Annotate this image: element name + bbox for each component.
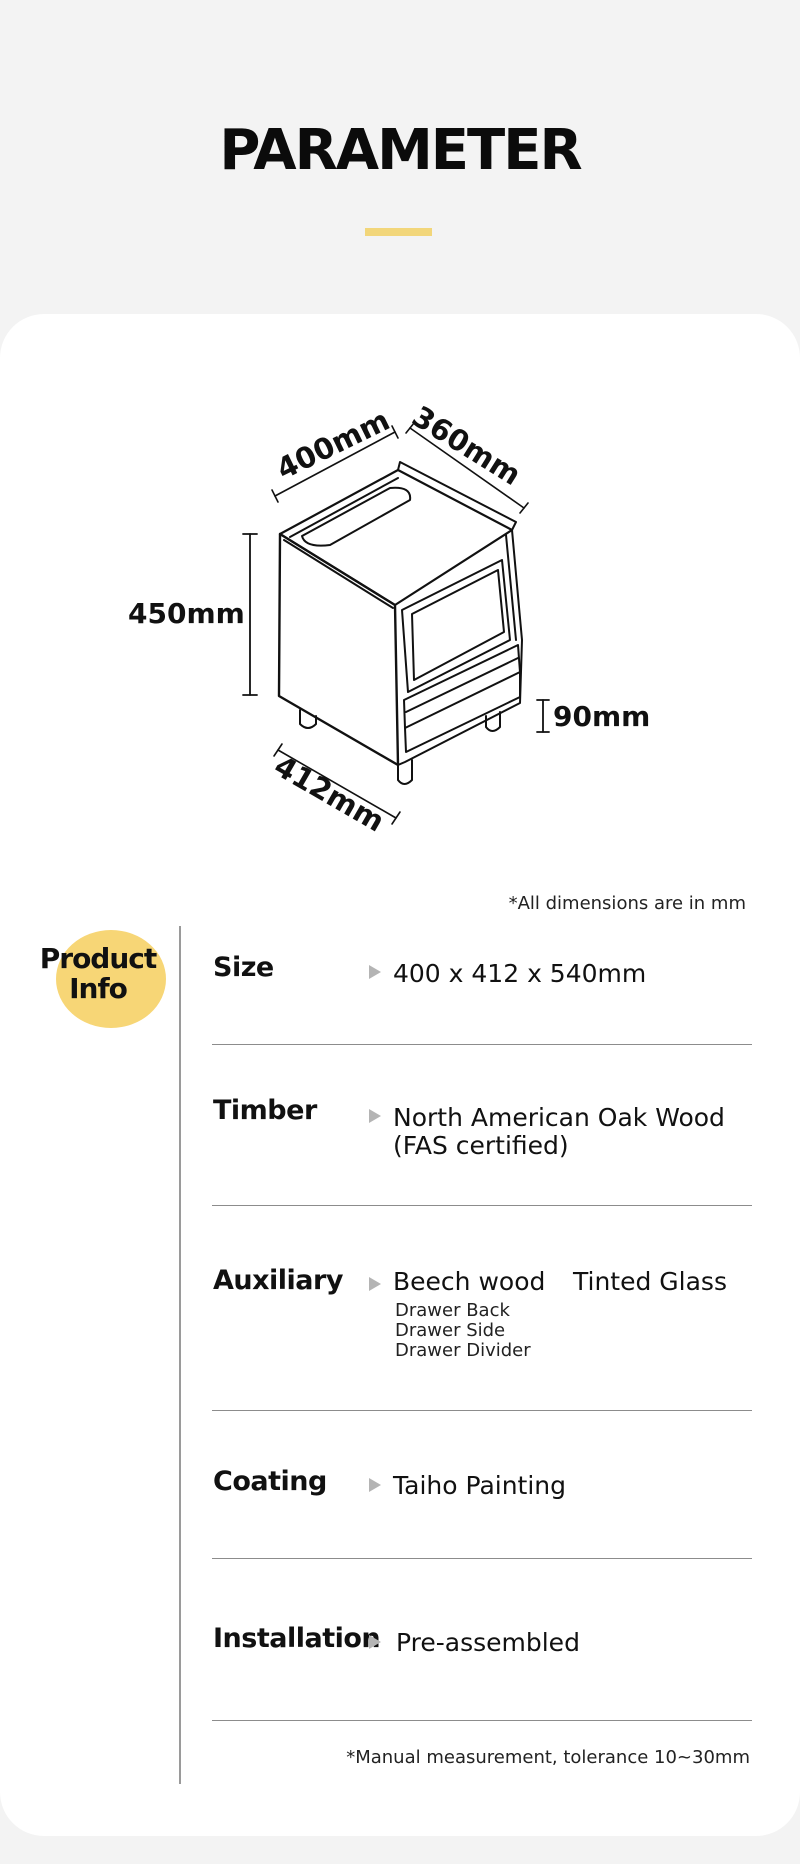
- auxiliary-value-glass: Tinted Glass: [573, 1267, 727, 1296]
- auxiliary-sub-item: Drawer Back: [395, 1300, 510, 1321]
- size-value: 400 x 412 x 540mm: [393, 959, 647, 988]
- title-underline: [365, 228, 432, 236]
- row-divider: [212, 1044, 752, 1045]
- badge-line-2: Info: [69, 972, 128, 1005]
- row-divider: [212, 1205, 752, 1206]
- width-dimension-label: 400mm: [271, 403, 395, 487]
- product-info-badge: [56, 930, 166, 1028]
- dimensions-note: *All dimensions are in mm: [508, 893, 746, 914]
- timber-label: Timber: [213, 1095, 317, 1126]
- depth-dimension-label: 360mm: [406, 399, 527, 492]
- content-card: [0, 314, 800, 1836]
- nightstand-drawing: [242, 422, 550, 825]
- timber-value-line-1: North American Oak Wood: [393, 1103, 725, 1132]
- badge-line-1: Product: [39, 942, 158, 975]
- page-title: PARAMETER: [219, 118, 582, 183]
- auxiliary-arrow-icon: [369, 1277, 381, 1291]
- coating-label: Coating: [213, 1466, 327, 1497]
- row-divider: [212, 1720, 752, 1721]
- timber-arrow-icon: [369, 1109, 381, 1123]
- vertical-divider: [179, 926, 181, 1784]
- timber-value: North American Oak Wood (FAS certified): [393, 1104, 725, 1160]
- auxiliary-label: Auxiliary: [213, 1265, 343, 1296]
- installation-arrow-icon: [369, 1635, 381, 1649]
- product-dimension-diagram: 400mm 360mm 450mm 412mm 90mm: [128, 399, 650, 839]
- height-dimension-label: 450mm: [128, 597, 245, 630]
- timber-value-line-2: (FAS certified): [393, 1131, 569, 1160]
- product-info-heading: Product Info: [28, 944, 168, 1004]
- row-divider: [212, 1410, 752, 1411]
- bottom-width-dimension-label: 412mm: [269, 749, 391, 839]
- installation-value: Pre-assembled: [396, 1628, 580, 1657]
- tolerance-note: *Manual measurement, tolerance 10~30mm: [346, 1747, 750, 1768]
- size-label: Size: [213, 952, 274, 983]
- row-divider: [212, 1558, 752, 1559]
- auxiliary-sub-list: Drawer Back Drawer Side Drawer Divider: [395, 1301, 531, 1361]
- installation-label: Installation: [213, 1623, 381, 1654]
- coating-value: Taiho Painting: [393, 1471, 567, 1500]
- coating-arrow-icon: [369, 1478, 381, 1492]
- auxiliary-value-beech: Beech wood: [393, 1267, 546, 1296]
- leg-height-dimension-label: 90mm: [553, 700, 650, 733]
- auxiliary-sub-item: Drawer Side: [395, 1320, 506, 1341]
- size-arrow-icon: [369, 965, 381, 979]
- auxiliary-sub-item: Drawer Divider: [395, 1340, 531, 1361]
